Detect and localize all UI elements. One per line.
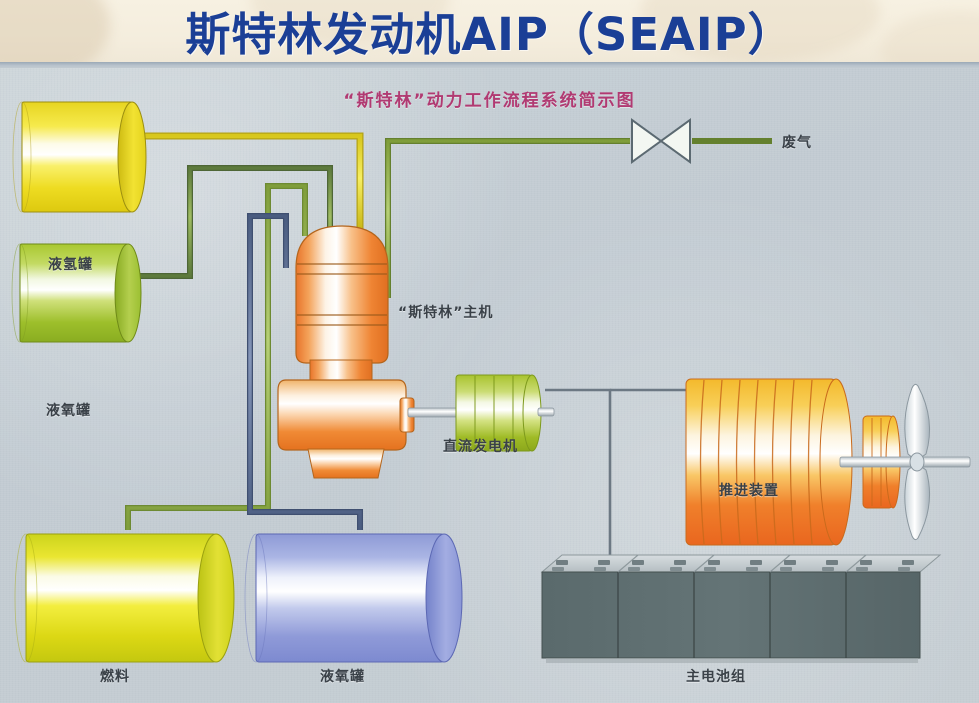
component-battery-pack[interactable] [540, 554, 942, 663]
component-fuel-tank[interactable] [14, 533, 235, 663]
pipe-lh2 [140, 132, 364, 230]
label-battery-pack: 主电池组 [686, 669, 746, 685]
pipe-lox-upper [138, 165, 333, 279]
component-lox-tank-upper[interactable] [11, 243, 142, 343]
component-lox-tank-lower[interactable] [244, 533, 463, 663]
header-divider [0, 62, 979, 68]
label-stirling-engine: “斯特林”主机 [398, 305, 494, 321]
equipment-shapes [11, 101, 971, 663]
diagram-canvas: “斯特林”动力工作流程系统简示图 [0, 68, 979, 703]
propeller-icon [904, 383, 931, 541]
shaft-engine-generator [407, 407, 461, 418]
pipe-fuel [125, 183, 308, 530]
diagram-title: “斯特林”动力工作流程系统简示图 [343, 91, 636, 111]
component-propulsion[interactable] [685, 378, 971, 546]
pipe-network [125, 118, 772, 590]
label-lox-tank-upper: 液氧罐 [46, 403, 91, 419]
label-fuel-tank: 燃料 [100, 669, 130, 685]
pipe-exhaust [385, 138, 772, 298]
label-lox-tank-lower: 液氧罐 [320, 669, 365, 685]
label-dc-generator: 直流发电机 [443, 439, 518, 455]
butterfly-valve-icon [631, 118, 691, 164]
component-lh2-tank[interactable] [12, 101, 147, 213]
slide-header: 斯特林发动机AIP（SEAIP） [0, 0, 979, 68]
label-lh2-tank: 液氢罐 [48, 257, 93, 273]
pipe-lox-lower [247, 213, 363, 530]
label-exhaust: 废气 [782, 135, 812, 151]
label-propulsion: 推进装置 [719, 483, 779, 499]
page-title: 斯特林发动机AIP（SEAIP） [185, 7, 794, 61]
component-stirling-engine[interactable] [277, 225, 415, 479]
component-dc-generator[interactable] [455, 374, 555, 452]
